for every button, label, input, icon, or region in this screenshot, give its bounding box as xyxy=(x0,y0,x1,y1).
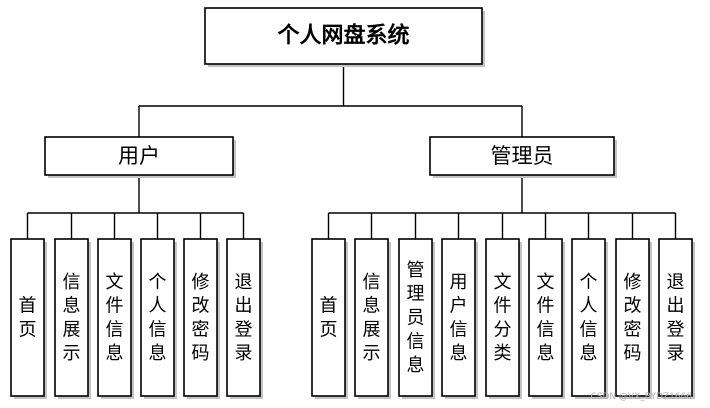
leaf-node-box xyxy=(615,238,650,397)
leaf-node-label: 首页 xyxy=(320,295,338,340)
leaf-node: 文件信息 xyxy=(528,238,565,399)
connector-lines xyxy=(26,64,677,239)
leaf-node-box xyxy=(140,238,175,397)
leaf-node: 退出登录 xyxy=(658,238,695,399)
leaf-node: 修改密码 xyxy=(615,238,652,399)
leaf-node: 文件分类 xyxy=(485,238,522,399)
leaf-node: 个人信息 xyxy=(140,238,177,399)
leaf-node: 首页 xyxy=(10,238,47,399)
leaf-node-label: 修改密码 xyxy=(624,271,642,363)
leaf-node-box xyxy=(441,238,476,397)
root-node-box xyxy=(204,7,483,65)
root-node-label: 个人网盘系统 xyxy=(277,23,409,49)
leaf-node-label: 信息展示 xyxy=(363,271,381,363)
leaf-node-box xyxy=(97,238,132,397)
leaf-node-box xyxy=(54,238,89,397)
leaf-node: 个人信息 xyxy=(571,238,608,399)
leaf-node-label: 文件信息 xyxy=(106,271,124,363)
leaf-node-label: 文件分类 xyxy=(494,271,512,363)
leaf-node: 修改密码 xyxy=(183,238,220,399)
leaf-node-box xyxy=(354,238,389,397)
leaf-node-label: 个人信息 xyxy=(580,271,598,363)
leaf-node-label: 用户信息 xyxy=(450,271,468,363)
group-node-1: 管理员 xyxy=(429,136,617,178)
leaf-node-box xyxy=(226,238,261,397)
leaf-node-label: 修改密码 xyxy=(192,271,210,363)
watermark: CSDN @VX_BYDZ1666 xyxy=(590,392,692,402)
leaf-node: 首页 xyxy=(311,238,348,399)
leaf-node-box xyxy=(311,238,346,397)
leaf-node-box xyxy=(485,238,520,397)
group-node-0: 用户 xyxy=(44,136,236,178)
group-node-label: 管理员 xyxy=(491,144,554,168)
leaf-node-box xyxy=(183,238,218,397)
leaf-node-box xyxy=(10,238,45,397)
leaf-node-label: 信息展示 xyxy=(63,271,81,363)
group-node-0-box xyxy=(44,136,234,176)
leaf-node-box xyxy=(398,238,433,397)
leaf-node-label: 首页 xyxy=(19,295,37,340)
leaf-node: 信息展示 xyxy=(54,238,91,399)
leaf-node-label: 个人信息 xyxy=(149,271,167,363)
leaf-node: 管理员信息 xyxy=(398,238,435,399)
leaf-node: 信息展示 xyxy=(354,238,391,399)
group-node-1-box xyxy=(429,136,615,176)
leaf-node-box xyxy=(658,238,693,397)
leaf-node-box xyxy=(571,238,606,397)
group-node-label: 用户 xyxy=(118,144,160,168)
leaf-node: 用户信息 xyxy=(441,238,478,399)
leaf-node-label: 文件信息 xyxy=(537,271,555,363)
leaf-node-box xyxy=(528,238,563,397)
leaf-node-label: 退出登录 xyxy=(667,271,685,363)
leaf-node: 退出登录 xyxy=(226,238,263,399)
leaf-node-label: 退出登录 xyxy=(235,271,253,363)
leaf-node-label: 管理员信息 xyxy=(407,259,425,375)
leaf-node: 文件信息 xyxy=(97,238,134,399)
root-node: 个人网盘系统 xyxy=(204,7,485,67)
